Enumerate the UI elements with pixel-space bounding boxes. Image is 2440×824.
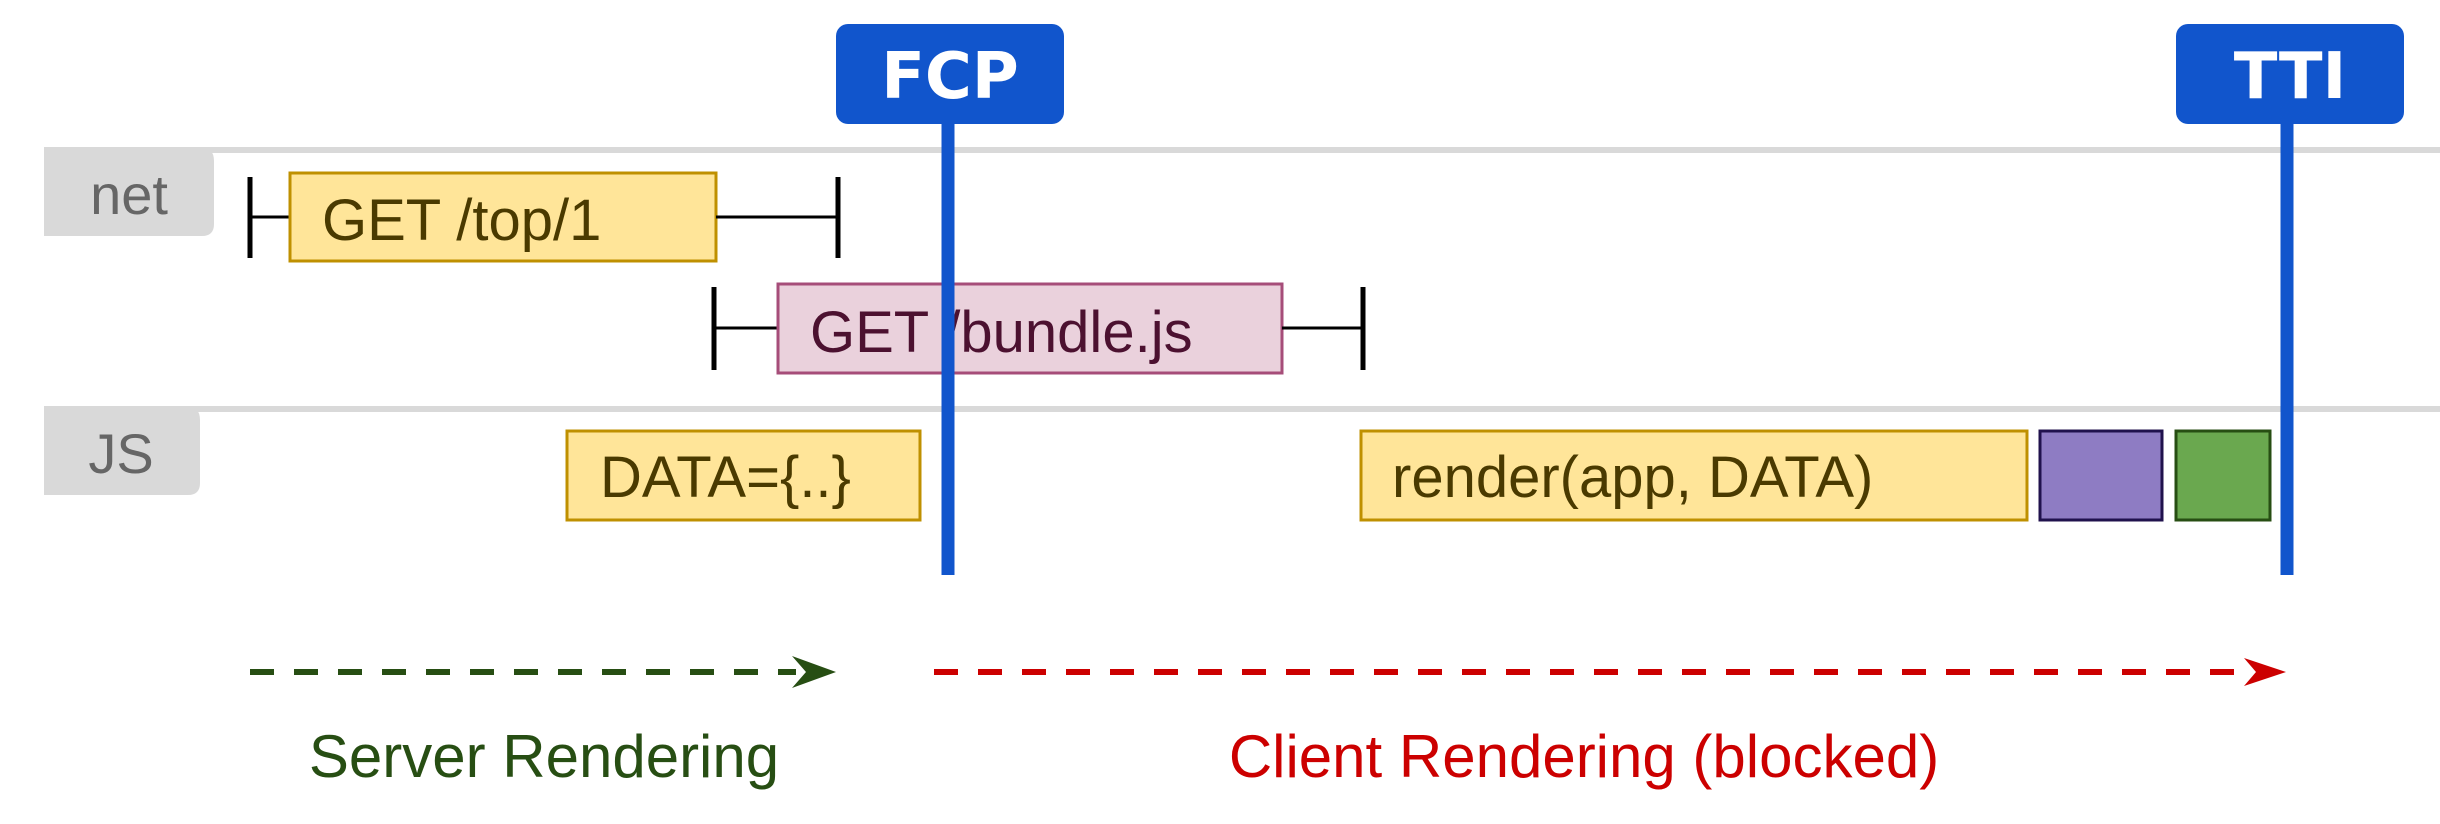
server-rendering-arrowhead — [792, 656, 836, 688]
request-bundle-box — [776, 282, 1284, 375]
server-rendering-arrow — [250, 656, 836, 688]
request-top: GET /top/1 — [247, 171, 841, 263]
lane-label-js: JS — [44, 406, 200, 495]
client-rendering-label: Client Rendering (blocked) — [1229, 723, 1939, 790]
fcp-marker-label: FCP — [881, 40, 1019, 114]
request-bundle: GET /bundle.js — [711, 282, 1366, 375]
request-bundle-label: GET /bundle.js — [810, 300, 1193, 365]
task-render-label: render(app, DATA) — [1392, 445, 1873, 510]
lane-label-net-text: net — [90, 163, 168, 226]
task-render-box — [1359, 429, 2029, 522]
task-data-box — [565, 429, 922, 522]
client-rendering-arrowhead — [2244, 658, 2286, 686]
task-purple-block — [2038, 429, 2164, 522]
client-rendering-arrow — [934, 658, 2286, 686]
tti-marker-label: TTI — [2234, 40, 2347, 114]
lane-label-js-text: JS — [88, 422, 153, 485]
fcp-marker-badge: FCP — [836, 24, 1064, 124]
task-data-label: DATA={..} — [600, 445, 851, 510]
request-top-box — [288, 171, 718, 263]
task-data: DATA={..} — [565, 429, 922, 522]
task-green-block — [2174, 429, 2272, 522]
task-render: render(app, DATA) — [1359, 429, 2029, 522]
server-rendering-label: Server Rendering — [309, 723, 779, 790]
lane-label-net: net — [44, 147, 214, 236]
tti-marker-badge: TTI — [2176, 24, 2404, 124]
request-top-label: GET /top/1 — [322, 188, 601, 253]
